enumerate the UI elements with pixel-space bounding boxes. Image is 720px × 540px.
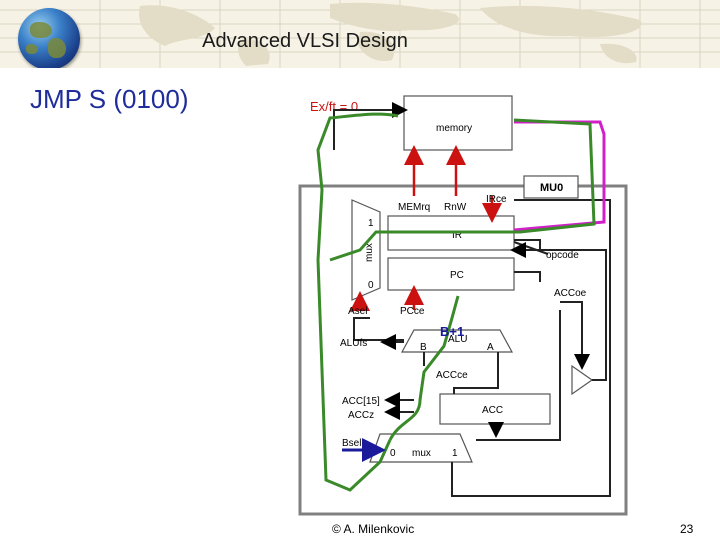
ir-label: IR [452,230,462,241]
path-green-memory [316,112,399,492]
address-mux-input-0: 0 [368,280,374,291]
pc-register [387,257,515,291]
wire-acc-to-a [476,310,561,441]
page-number: 23 [680,522,694,536]
irce-label: IRce [486,194,507,205]
address-mux-input-1: 1 [368,218,374,229]
world-map-background [0,0,720,68]
bsel-label: Bsel [342,438,361,449]
wire-addr-to-memory [333,102,408,150]
footer-copyright: © A. Milenkovic [332,522,415,536]
alufs-label: ALUfs [340,338,367,349]
alu-input-a: A [487,342,494,353]
wire-accoe [560,301,590,370]
mu0-label: MU0 [540,182,563,194]
mu0-label-box [523,175,579,199]
alu-label: ALU [448,334,467,345]
acc-label: ACC [482,405,503,416]
globe-logo-icon [18,8,80,68]
accoe-tristate-buffer [571,364,594,396]
pcce-label: PCce [400,306,425,317]
asel-label: Asel [348,306,367,317]
acc15-label: ACC[15] [342,396,380,407]
memory-label: memory [436,123,472,134]
wire-alu-to-acc [453,352,499,394]
opcode-label: opcode [546,250,579,261]
b-mux-label: mux [412,448,431,459]
mu0-boundary [298,184,628,516]
memory-block [403,95,513,151]
memrq-label: MEMrq [398,202,430,213]
slide-title: JMP S (0100) [30,84,189,114]
wire-opcode [513,241,549,255]
accce-label: ACCce [436,370,468,381]
header-banner: Advanced VLSI Design [0,0,720,68]
path-green-alu [388,295,460,441]
wire-ir-opcode [514,239,541,252]
b-mux-input-1: 1 [452,448,458,459]
wire-tristate-to-ir [510,242,607,381]
header-title: Advanced VLSI Design [202,30,408,52]
wire-alufs [353,317,404,341]
alu-input-b: B [420,342,427,353]
alu-unit [400,329,514,353]
accz-label: ACCz [348,410,374,421]
b-mux-input-0: 0 [390,448,396,459]
bplus1-label: B+1 [440,324,464,339]
address-mux-label: mux [364,243,375,262]
rnw-label: RnW [444,202,467,213]
wire-bus-return [451,199,611,497]
wire-pc-out [514,271,541,282]
pc-label: PC [450,270,464,281]
address-mux [351,199,381,301]
accoe-label: ACCoe [554,288,587,299]
path-green-ir [329,118,596,262]
